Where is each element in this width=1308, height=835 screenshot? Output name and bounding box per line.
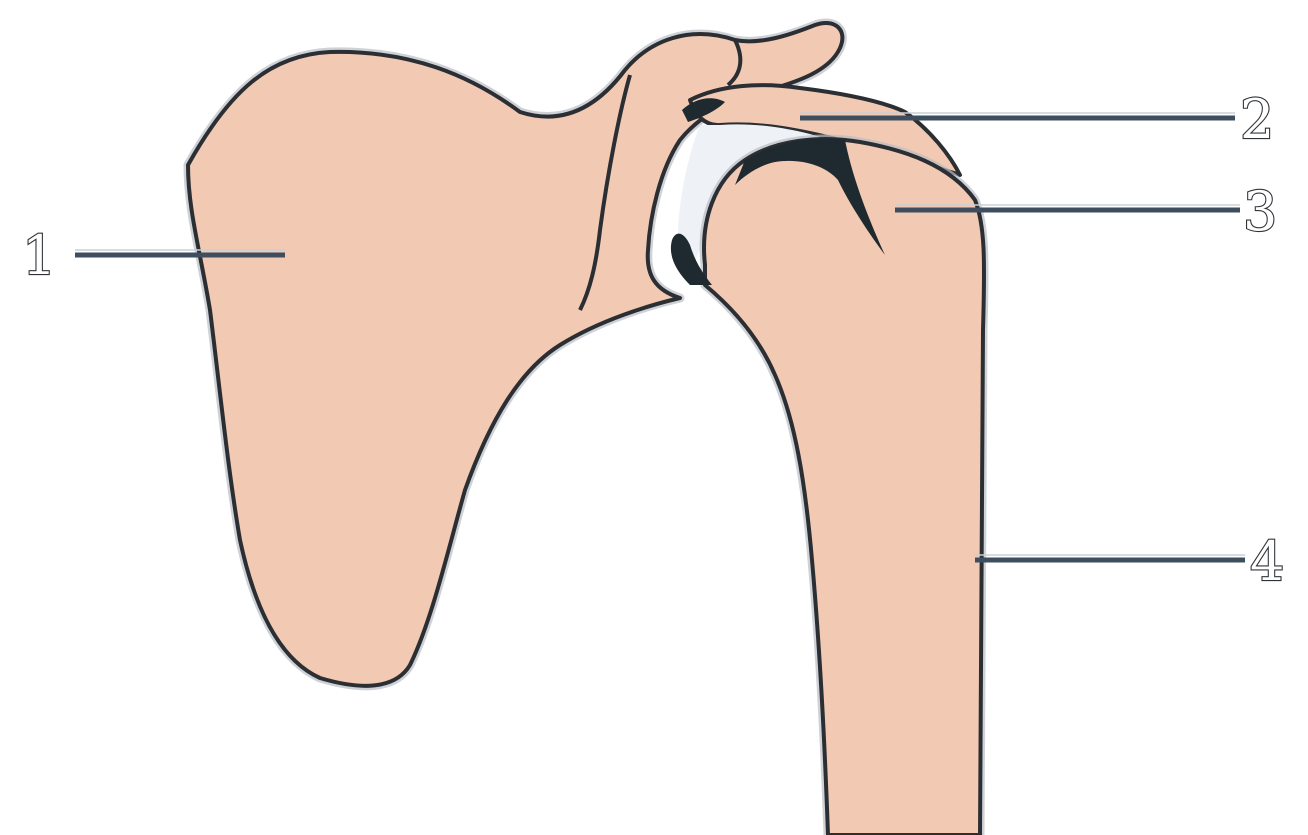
humerus <box>704 139 984 835</box>
label-1: 1 <box>22 224 56 287</box>
label-2: 2 <box>1240 88 1274 151</box>
label-4: 4 <box>1250 530 1284 593</box>
label-3: 3 <box>1243 180 1277 243</box>
humerus-shaft <box>704 139 984 835</box>
